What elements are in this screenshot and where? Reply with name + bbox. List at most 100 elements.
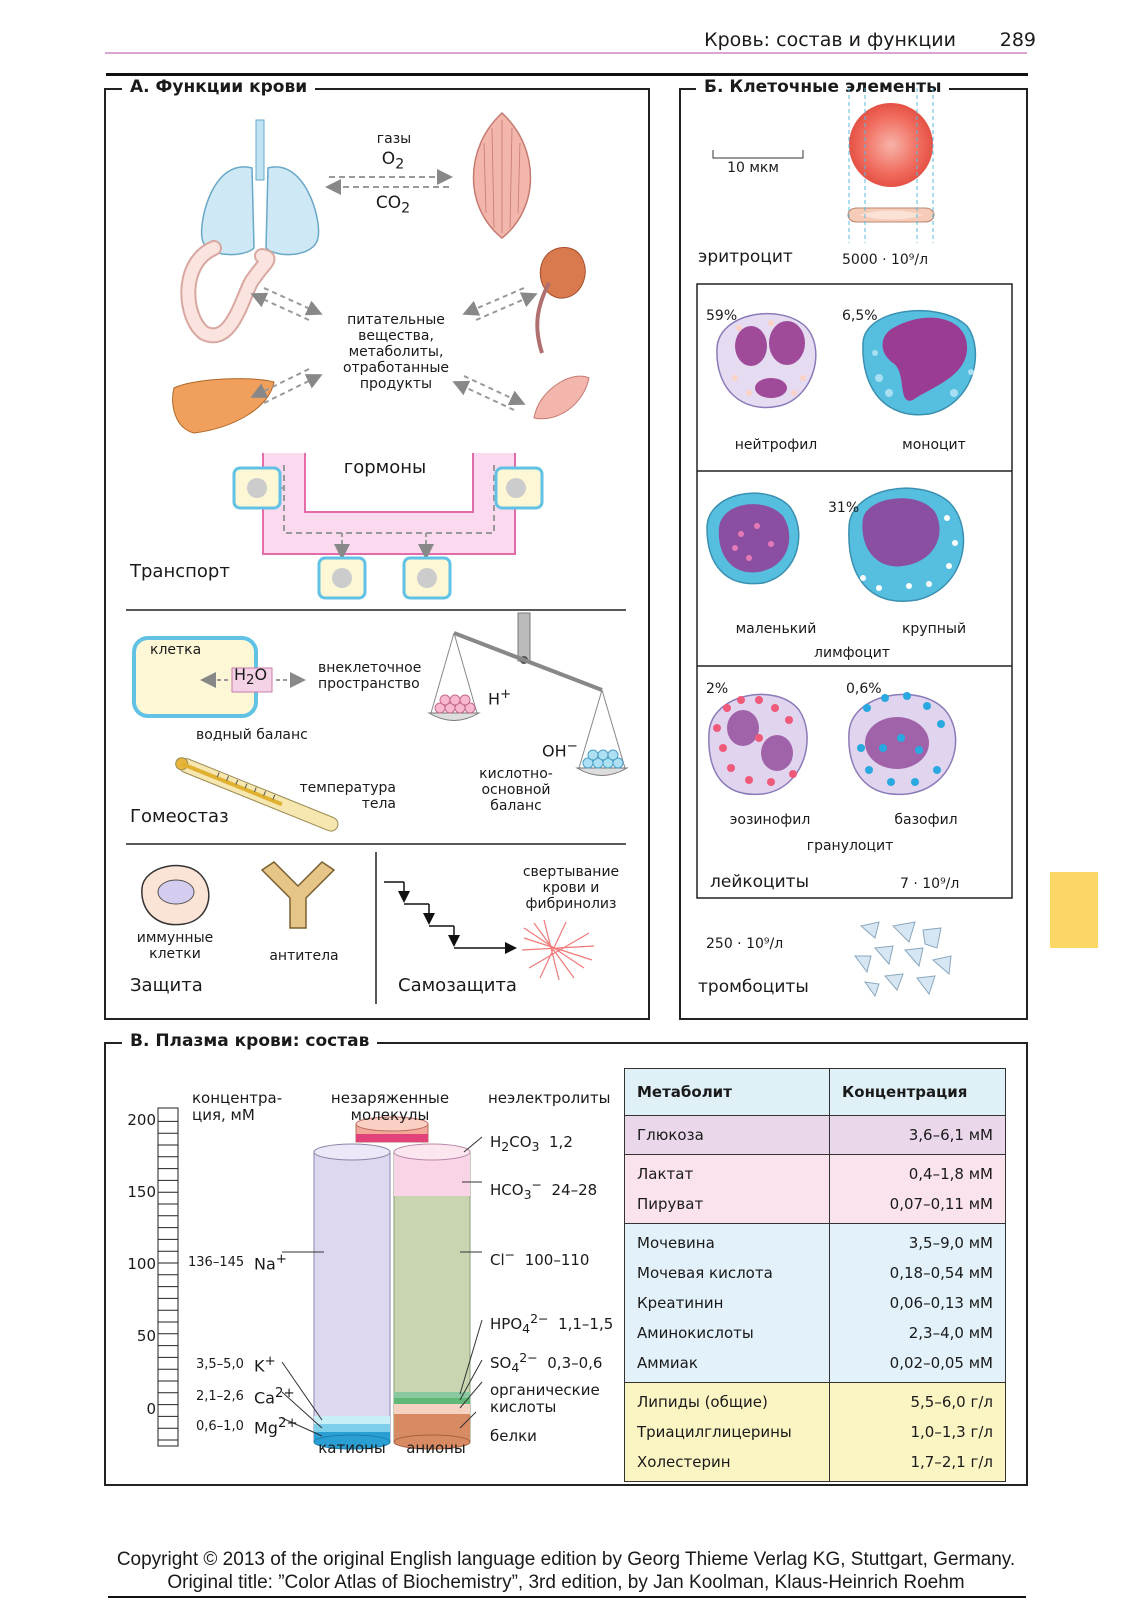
metabolite-name: Триацилглицерины (624, 1417, 830, 1447)
column-header: Метаболит (624, 1068, 830, 1116)
h2co3-sub: 3 (531, 1139, 540, 1154)
uncharged-disk (355, 1116, 429, 1143)
k-label: K+ (254, 1354, 276, 1376)
water-o: O (254, 665, 268, 684)
liver-icon (172, 378, 275, 434)
nutrients-line: метаболиты, (348, 344, 444, 361)
water-h: H (234, 665, 247, 684)
na-sup: + (275, 1252, 287, 1267)
cell-water-balance-icon (132, 636, 306, 718)
clotting-label: свертывание крови и фибринолиз (516, 864, 626, 912)
panel-a-title: А. Функции крови (122, 77, 316, 97)
metabolite-name: Мочевая кислота (624, 1258, 830, 1288)
hpo4-value: 1,1–1,5 (558, 1315, 614, 1333)
temperature-label: температура тела (292, 780, 396, 812)
organic-line: органические (490, 1381, 600, 1399)
ca-sup: 2+ (274, 1386, 295, 1401)
cl-sup: − (504, 1247, 516, 1262)
concentration-axis (157, 1107, 179, 1447)
metabolite-concentration: 0,18–0,54 мМ (829, 1258, 1006, 1288)
basophil-percent: 0,6% (846, 681, 882, 697)
cl-text: Cl (490, 1251, 505, 1269)
page-number: 289 (999, 29, 1036, 51)
top-rule (106, 73, 1028, 76)
chapter-tab (1050, 872, 1098, 948)
axis-label-line: ция, мМ (192, 1106, 255, 1125)
antibodies-label: антитела (269, 948, 339, 964)
header-rule (105, 52, 1027, 54)
k-sup: + (264, 1354, 276, 1369)
o2-text: O (381, 149, 396, 169)
self-protection-label: Самозащита (398, 975, 517, 996)
extracellular-line: внеклеточное (318, 660, 422, 676)
metabolite-name: Липиды (общие) (624, 1382, 830, 1417)
so4-label: SO42− 0,3–0,6 (490, 1350, 602, 1375)
metabolite-concentration: 0,4–1,8 мМ (829, 1154, 1006, 1189)
na-text: Na (254, 1254, 276, 1274)
platelet-count: 250 · 10⁹/л (706, 936, 784, 952)
footer-rule (108, 1596, 1026, 1598)
panel-blood-functions (104, 88, 650, 1020)
temperature-line: температура (299, 780, 396, 796)
o2-sub: 2 (395, 156, 405, 173)
neutrophil-icon (716, 312, 817, 409)
so4-sup: 2− (519, 1350, 538, 1365)
mg-sup: 2+ (277, 1416, 298, 1431)
o2-label: O2 (368, 149, 418, 173)
panel-b-title: Б. Клеточные элементы (696, 77, 950, 97)
metabolite-name: Креатинин (624, 1288, 830, 1318)
axis-label-line: концентра- (192, 1089, 283, 1107)
panel-c-title: В. Плазма крови: состав (122, 1031, 378, 1051)
erythrocyte-icon (847, 88, 935, 243)
kidney-icon (535, 247, 586, 354)
nutrients-label: питательные вещества, метаболиты, отрабо… (334, 312, 458, 392)
co2-text: CO (375, 193, 402, 213)
leukocytes-label: лейкоциты (710, 872, 809, 892)
transport-label: Транспорт (130, 561, 230, 582)
metabolite-name: Аминокислоты (624, 1318, 830, 1348)
cation-column (313, 1143, 391, 1450)
panel-plasma-composition (104, 1042, 1028, 1486)
hpo4-sup: 2− (530, 1311, 549, 1326)
antibody-icon (260, 861, 336, 929)
panel-a-figure (126, 111, 629, 1004)
clotting-cascade-icon (384, 881, 517, 954)
anions-label: анионы (406, 1439, 466, 1457)
mg-text: Mg (254, 1418, 278, 1438)
metabolite-concentration: 0,07–0,11 мМ (829, 1189, 1006, 1224)
immune-line: иммунные (136, 930, 214, 946)
organic-line: кислоты (490, 1398, 557, 1417)
metabolite-concentration: 0,06–0,13 мМ (829, 1288, 1006, 1318)
table-row: Липиды (общие)5,5–6,0 г/л (624, 1382, 1006, 1417)
axis-tick-label: 50 (136, 1327, 156, 1345)
extracellular-line: пространство (318, 676, 420, 693)
uncharged-line: незаряженные (330, 1089, 450, 1107)
clotting-line: крови и (542, 880, 600, 897)
hpo4-label: HPO42− 1,1–1,5 (490, 1311, 614, 1336)
metabolite-concentration: 3,5–9,0 мМ (829, 1223, 1006, 1258)
co2-sub: 2 (401, 200, 411, 217)
ca-range: 2,1–2,6 (196, 1389, 244, 1404)
hco3-sup: − (531, 1177, 542, 1192)
nutrients-line: питательные (347, 312, 445, 328)
mg-range: 0,6–1,0 (196, 1419, 244, 1434)
original-title-line: Original title: ”Color Atlas of Biochemi… (167, 1572, 965, 1593)
metabolite-name: Лактат (624, 1154, 830, 1189)
target-cell-icon (232, 466, 544, 600)
immune-line: клетки (149, 946, 201, 963)
metabolite-name: Аммиак (624, 1348, 830, 1383)
h-plus-sup: + (500, 687, 512, 702)
nutrients-line: продукты (359, 376, 433, 393)
k-text: K (254, 1356, 265, 1376)
hco3-label: HCO3− 24–28 (490, 1177, 597, 1202)
protection-label: Защита (130, 975, 203, 996)
cl-value: 100–110 (524, 1251, 590, 1269)
k-range: 3,5–5,0 (196, 1357, 244, 1372)
plasma-figure (157, 1107, 483, 1450)
